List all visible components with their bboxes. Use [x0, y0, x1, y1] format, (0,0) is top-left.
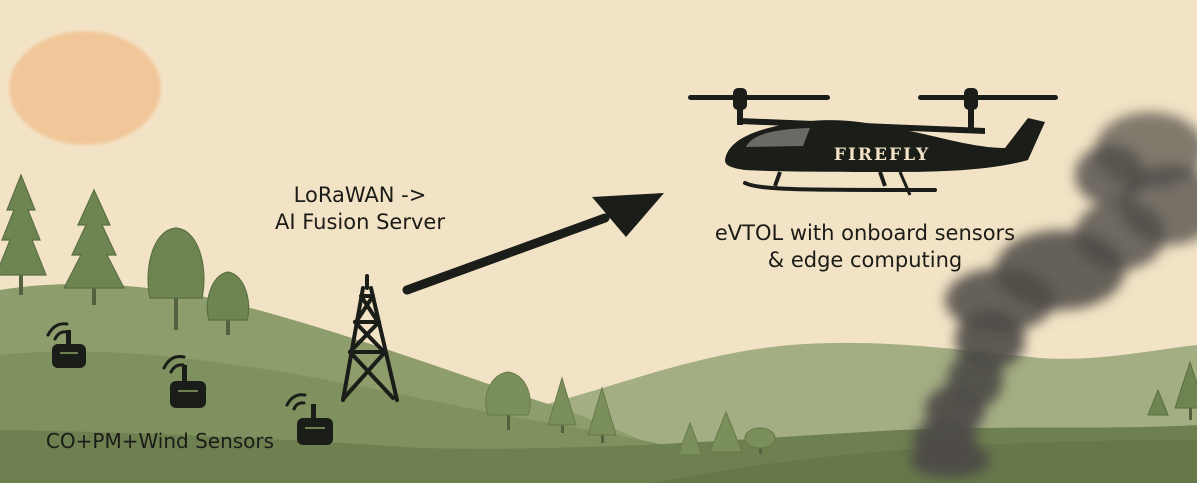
sun-icon [9, 31, 161, 145]
sensor-icon [285, 393, 333, 445]
tree-icon [744, 427, 776, 454]
radio-tower-icon [341, 274, 399, 402]
network-label: LoRaWAN -> AI Fusion Server [250, 182, 470, 236]
tree-icon [147, 227, 205, 330]
tree-icon [0, 173, 47, 295]
sensors-label-text: CO+PM+Wind Sensors [45, 429, 275, 453]
tree-icon [1174, 360, 1197, 420]
rotor-blade [918, 95, 1058, 100]
tree-icon [677, 421, 703, 456]
sensors-label: CO+PM+Wind Sensors [0, 429, 320, 455]
arrow-icon [402, 193, 664, 295]
tree-icon [485, 371, 531, 430]
tree-icon [547, 376, 577, 433]
aircraft-label-line2: & edge computing [767, 247, 963, 272]
cockpit-window [746, 128, 810, 147]
tree-icon [206, 271, 250, 335]
aircraft-label-line1: eVTOL with onboard sensors [714, 221, 1016, 245]
tree-icon [1147, 388, 1169, 416]
network-label-line2: AI Fusion Server [275, 209, 445, 234]
tree-icon [709, 410, 743, 453]
tree-icon [63, 188, 125, 305]
evtol-aircraft-icon: FIREFLY [688, 88, 1058, 196]
smoke-plume-icon [910, 112, 1197, 478]
aircraft-logo: FIREFLY [834, 145, 930, 165]
network-label-line1: LoRaWAN -> [293, 183, 427, 207]
sensor-icon [162, 355, 206, 408]
sensor-icon [46, 322, 86, 368]
tree-icon [587, 386, 617, 443]
aircraft-label: eVTOL with onboard sensors & edge comput… [695, 220, 1035, 274]
rotor-blade [688, 95, 830, 100]
